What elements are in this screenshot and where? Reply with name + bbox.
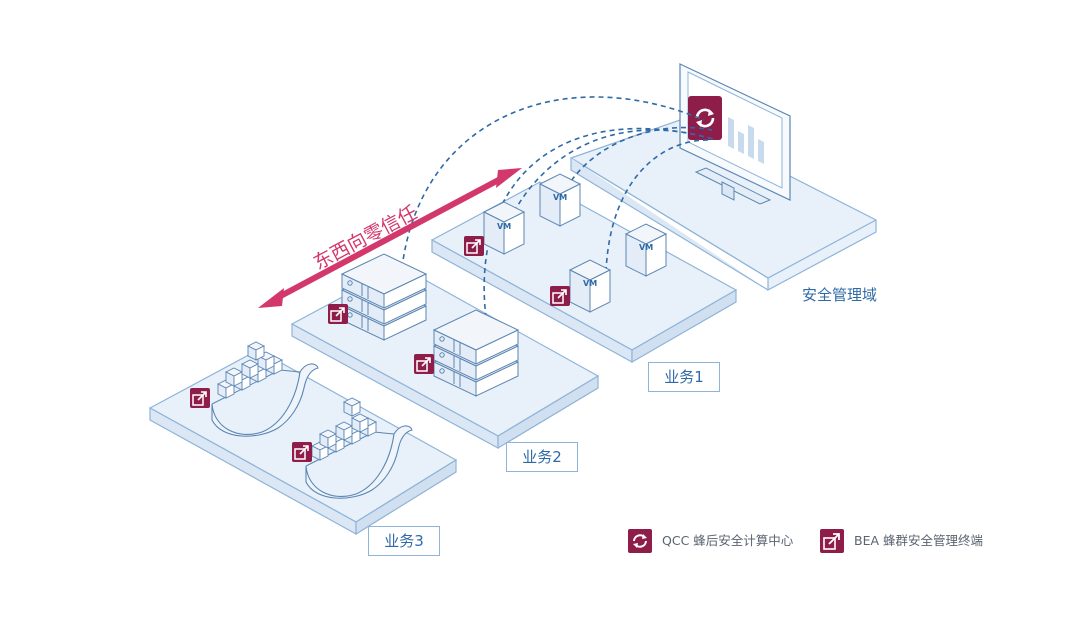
vm-label: VM: [553, 193, 567, 202]
bea-icon: [327, 303, 349, 325]
container-whale: [211, 341, 319, 437]
vm-label: VM: [497, 222, 511, 231]
bea-icon: [413, 353, 435, 375]
connection-lines: [401, 96, 717, 319]
legend-qcc-text: QCC 蜂后安全计算中心: [662, 533, 794, 548]
bea-icon: [549, 285, 571, 307]
qcc-center-icon: [688, 96, 722, 140]
vm-box: VM: [625, 223, 667, 277]
bea-icon: [463, 235, 485, 257]
zone-label-business3: 业务3: [368, 526, 440, 556]
legend-bea-text: BEA 蜂群安全管理终端: [854, 533, 983, 548]
bea-icon: [291, 441, 313, 463]
zone-label-business1: 业务1: [648, 362, 720, 392]
vm-box: VM: [569, 259, 611, 313]
zone-label-management: 安全管理域: [802, 286, 878, 304]
zone-label-business2: 业务2: [506, 442, 578, 472]
vm-box: VM: [483, 201, 525, 255]
bea-icon: [189, 387, 211, 409]
qcc-refresh-icon: [628, 529, 652, 553]
vm-label: VM: [639, 243, 653, 252]
container-whale: [305, 397, 413, 499]
vm-label: VM: [583, 279, 597, 288]
vm-box: VM: [539, 173, 581, 227]
east-west-arrow: [258, 168, 522, 308]
bea-terminal-icon: [820, 529, 844, 553]
